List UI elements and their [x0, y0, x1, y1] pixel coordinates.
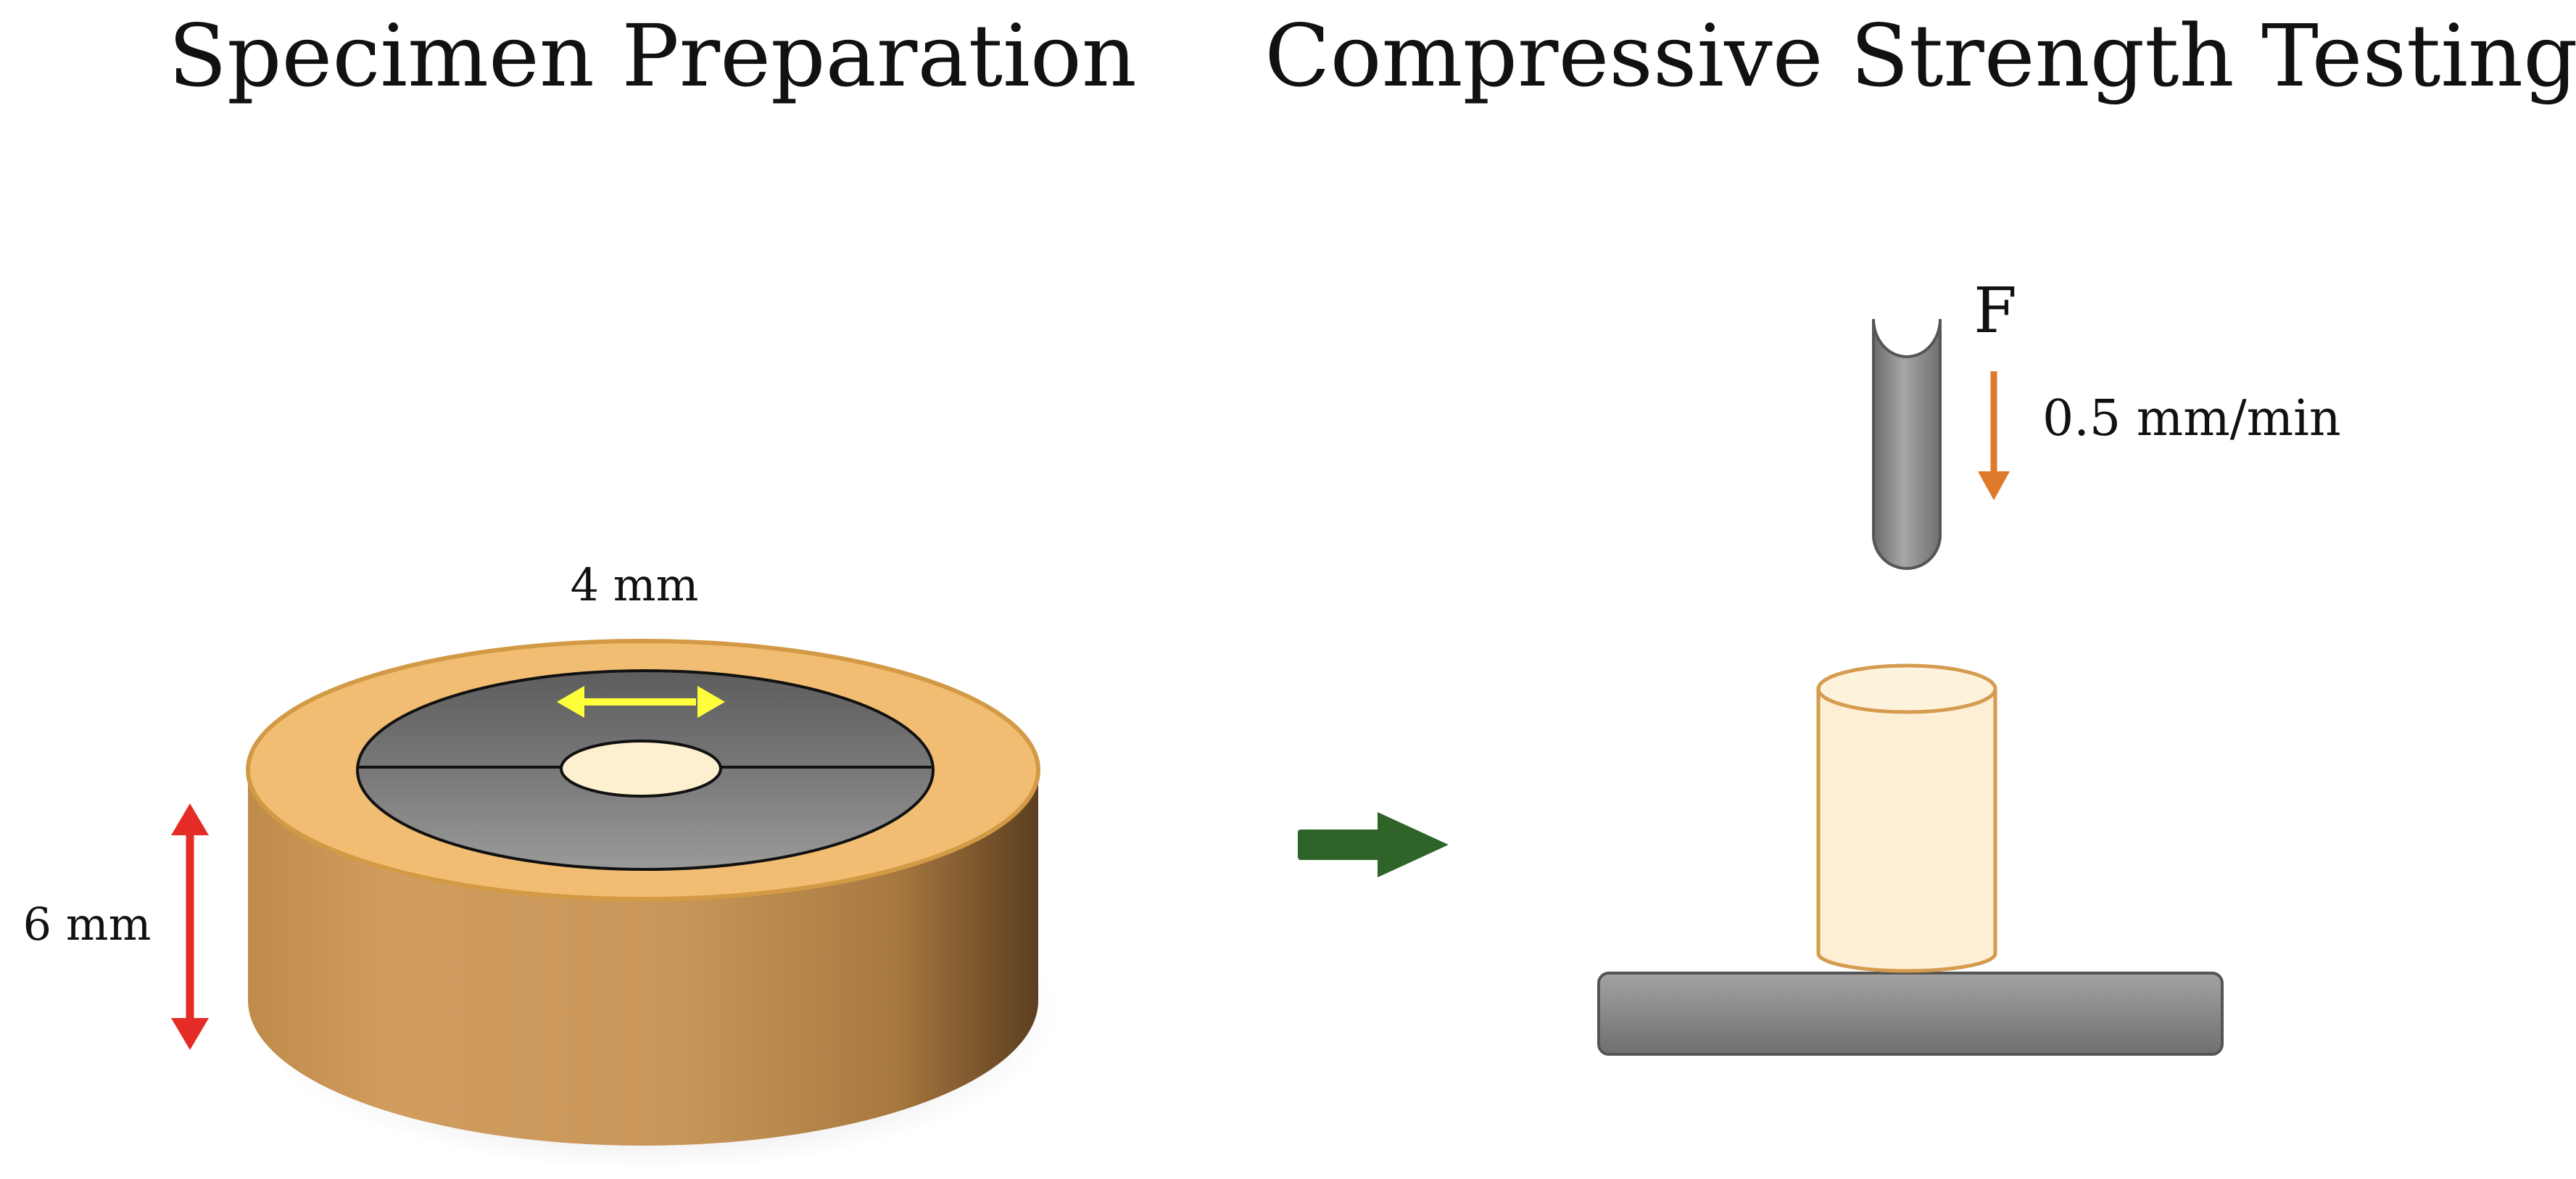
down-arrow-icon: [1978, 371, 2010, 500]
left-title: Specimen Preparation: [168, 6, 1137, 106]
diameter-arrow: [557, 686, 725, 718]
diameter-label: 4 mm: [571, 558, 699, 611]
mold-assembly: 4 mm: [246, 558, 1059, 1171]
force-label: F: [1974, 275, 2017, 347]
specimen-cylinder: [1816, 663, 1997, 973]
right-arrow-icon: [1298, 812, 1449, 877]
right-title: Compressive Strength Testing: [1264, 6, 2576, 106]
specimen-hole: [560, 740, 722, 798]
speed-label: 0.5 mm/min: [2042, 390, 2341, 447]
plunger: [1872, 318, 1942, 570]
height-arrow: [171, 803, 209, 1050]
base-plate: [1597, 972, 2224, 1056]
height-label: 6 mm: [23, 898, 152, 951]
